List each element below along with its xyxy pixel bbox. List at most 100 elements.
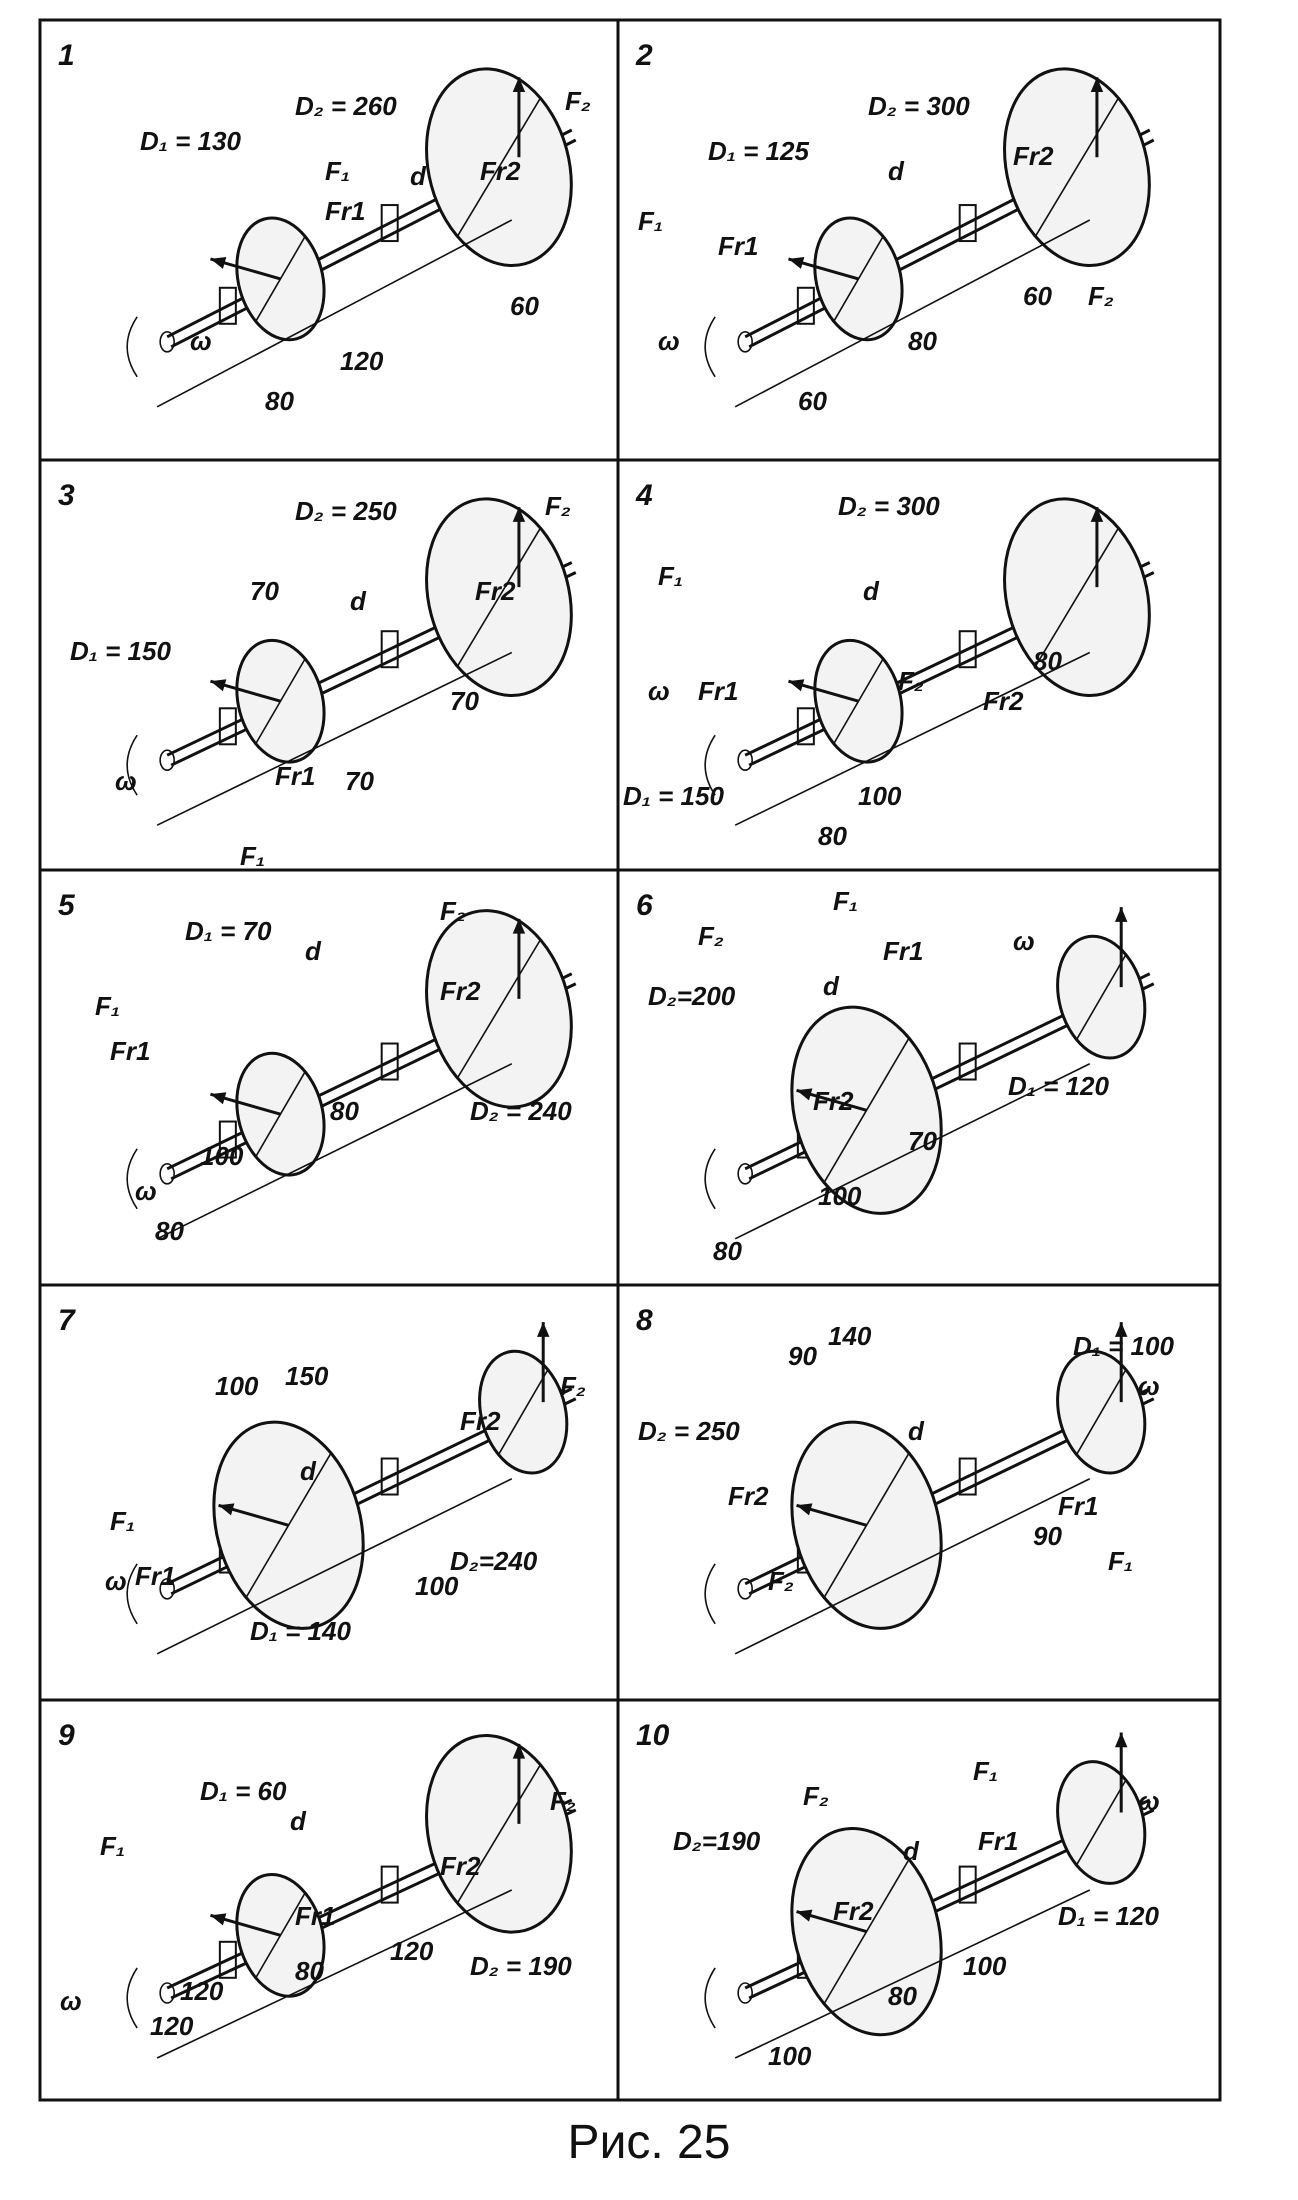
panel-label: F₁	[240, 841, 265, 871]
panel-label: F₂	[803, 1781, 829, 1811]
shaft-end	[159, 749, 175, 772]
panel-label: Fr1	[698, 676, 738, 706]
shaft-end	[737, 1162, 753, 1185]
force-arrow-vertical-head	[1090, 507, 1104, 522]
force-arrow-horizontal-head	[788, 256, 805, 269]
rotation-arc	[126, 1563, 138, 1625]
rotation-arc	[704, 734, 716, 796]
small-disc-diameter	[254, 657, 307, 746]
force-arrow-horizontal-head	[210, 1092, 227, 1105]
panel-label: ω	[658, 326, 680, 356]
small-disc-diameter	[832, 657, 885, 746]
panel-number: 9	[58, 1719, 75, 1752]
figure-caption: Рис. 25	[567, 2116, 731, 2169]
bearing-2	[958, 1042, 977, 1081]
rotation-arc	[704, 1563, 716, 1625]
force-arrow-horizontal-head	[210, 1913, 227, 1926]
panel-label: d	[350, 586, 367, 616]
panel-label: D₂ = 250	[638, 1416, 740, 1446]
panel-label: Fr1	[978, 1826, 1018, 1856]
panel-label: 70	[450, 686, 479, 716]
panel-label: D₁ = 140	[250, 1616, 351, 1646]
dimension-line	[156, 1063, 513, 1240]
panel-label: ω	[135, 1176, 157, 1206]
small-disc-diameter	[254, 1070, 307, 1158]
panel-label: 60	[1023, 281, 1052, 311]
panel-grid	[38, 18, 1222, 2102]
panel-label: ω	[1138, 1786, 1160, 1816]
shaft-end	[159, 1982, 175, 2004]
panel-label: Fr1	[325, 196, 365, 226]
panel-label: D₂ = 300	[838, 491, 940, 521]
panel-label: Fr2	[460, 1406, 501, 1436]
force-arrow-horizontal-head	[796, 1503, 813, 1516]
panel-label: 100	[818, 1181, 862, 1211]
large-disc-diameter	[456, 938, 542, 1080]
panel-label: Fr2	[440, 1851, 481, 1881]
bearing-2	[380, 204, 399, 243]
panel-label: 100	[215, 1371, 259, 1401]
force-arrow-horizontal-head	[788, 679, 805, 692]
panel-label: F₂	[550, 1786, 576, 1816]
dimension-line	[734, 1889, 1091, 2059]
panel-label: 80	[908, 326, 937, 356]
panel-label: Fr2	[1013, 141, 1054, 171]
panel-label: Fr1	[718, 231, 758, 261]
panel-label: F₂	[898, 666, 924, 696]
panel-label: Fr2	[813, 1086, 854, 1116]
panel-label: D₂ = 260	[295, 91, 397, 121]
panel-label: F₁	[638, 206, 663, 236]
rotation-arc	[704, 1967, 716, 2029]
dimension-line	[734, 219, 1091, 408]
panel-label: F₁	[658, 561, 683, 591]
panel-label: D₂ = 300	[868, 91, 970, 121]
bearing-2	[380, 1457, 399, 1496]
panel-label: D₁ = 70	[185, 916, 272, 946]
panel-label: 150	[285, 1361, 329, 1391]
bearing-1	[218, 1120, 237, 1159]
small-disc-diameter	[1075, 953, 1128, 1041]
shaft-end	[159, 1162, 175, 1185]
panel-label: ω	[115, 766, 137, 796]
panel-label: 120	[340, 346, 384, 376]
panel-label: 80	[818, 821, 847, 851]
force-arrow-vertical-head	[1090, 77, 1104, 92]
rotation-arc	[126, 734, 138, 796]
panel-label: 80	[1033, 646, 1062, 676]
panel-number: 10	[636, 1719, 670, 1752]
panel-label: F₁	[325, 156, 350, 186]
dimension-line	[156, 1478, 513, 1655]
panel-label: 100	[768, 2041, 812, 2071]
rotation-arc	[704, 1148, 716, 1210]
bearing-1	[796, 286, 815, 325]
panel-label: 100	[963, 1951, 1007, 1981]
panel-label: F₂	[440, 896, 466, 926]
panel-label: D₂ = 190	[470, 1951, 572, 1981]
panel-number: 3	[58, 479, 75, 512]
panel-label: D₂ = 250	[295, 496, 397, 526]
panel-label: 70	[250, 576, 279, 606]
panel-label: Fr2	[833, 1896, 874, 1926]
panel-label: D₂ = 240	[470, 1096, 572, 1126]
force-arrow-horizontal-head	[796, 1909, 813, 1922]
panel-label: F₂	[560, 1371, 586, 1401]
shaft-end	[159, 330, 175, 353]
bearing-2	[380, 630, 399, 669]
panel-label: ω	[1138, 1371, 1160, 1401]
large-disc-diameter	[1034, 526, 1120, 668]
panel-label: d	[823, 971, 840, 1001]
panel-label: D₂=190	[673, 1826, 761, 1856]
panel-label: 70	[345, 766, 374, 796]
force-arrow-horizontal-head	[218, 1503, 235, 1516]
panel-label: D₁ = 125	[708, 136, 809, 166]
rotation-arc	[126, 1148, 138, 1210]
panel-label: F₂	[698, 921, 724, 951]
panel-label: F₁	[100, 1831, 125, 1861]
small-disc-diameter	[1075, 1368, 1128, 1456]
